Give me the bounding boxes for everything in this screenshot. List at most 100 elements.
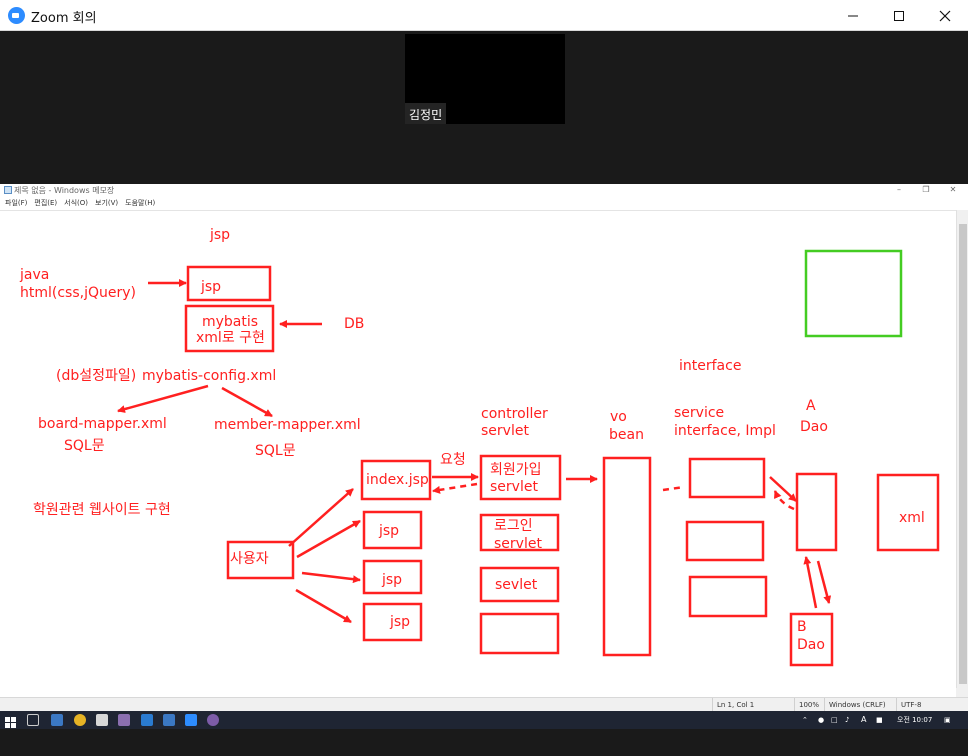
- label-java: java: [20, 267, 50, 283]
- label-request: 요청: [440, 452, 466, 468]
- label-sql-1: SQL문: [64, 438, 105, 454]
- label-mybatis-config: mybatis-config.xml: [142, 368, 277, 384]
- status-position: Ln 1, Col 1: [712, 698, 794, 712]
- menu-file[interactable]: 파일(F): [5, 199, 28, 207]
- notepad-vertical-scrollbar[interactable]: [956, 210, 968, 688]
- minimize-button[interactable]: [830, 0, 876, 31]
- label-academy: 학원관련 웹사이트 구현: [33, 502, 171, 518]
- windows-taskbar: ⌃ ● □ ♪ A ■ 오전 10:07 ▣: [0, 711, 968, 729]
- tray-mic-icon[interactable]: ●: [818, 716, 825, 724]
- empty-servlet-box: [479, 612, 560, 655]
- video-area: 김정민: [0, 31, 968, 184]
- start-button[interactable]: [5, 714, 17, 728]
- status-zoom: 100%: [794, 698, 824, 712]
- label-jsp-4: jsp: [390, 614, 411, 630]
- notification-center-icon[interactable]: ▣: [944, 716, 951, 724]
- label-jsp-3: jsp: [382, 572, 403, 588]
- explorer-pc-icon[interactable]: [51, 714, 63, 726]
- notepad-minimize-button[interactable]: –: [897, 185, 901, 194]
- task-view-icon[interactable]: [27, 714, 39, 726]
- maximize-icon: [894, 10, 904, 21]
- shared-notepad-window: 제목 없음 - Windows 메모장 – ❐ ✕ 파일(F) 편집(E) 서식…: [0, 184, 968, 712]
- label-board-mapper: board-mapper.xml: [38, 416, 167, 432]
- notepad-text-area[interactable]: jsp java html(css,jQuery) jsp mybatis xm…: [0, 210, 956, 697]
- label-index: index.jsp: [366, 472, 429, 488]
- label-jsp-top: jsp: [210, 227, 231, 243]
- label-signup: 회원가입: [490, 462, 542, 478]
- status-encoding: UTF-8: [896, 698, 956, 712]
- label-user: 사용자: [230, 551, 269, 567]
- close-icon: [939, 10, 951, 21]
- tray-network-icon[interactable]: □: [831, 716, 838, 724]
- label-mybatis: mybatis: [202, 314, 259, 330]
- zoom-bottom-area: [0, 729, 968, 756]
- jsp-box: [186, 265, 272, 302]
- zoom-taskbar-icon[interactable]: [185, 714, 197, 726]
- maximize-button[interactable]: [876, 0, 922, 31]
- label-login: 로그인: [494, 518, 533, 534]
- label-interface-top: interface: [679, 358, 742, 374]
- notepad-close-button[interactable]: ✕: [949, 185, 957, 194]
- close-button[interactable]: [922, 0, 968, 31]
- tray-volume-icon[interactable]: ♪: [845, 716, 850, 724]
- tray-chevron-icon[interactable]: ⌃: [802, 716, 808, 724]
- label-a-dao: Dao: [800, 419, 828, 435]
- notepad-statusbar: Ln 1, Col 1 100% Windows (CRLF) UTF-8: [0, 697, 968, 712]
- a-dao-box: [795, 472, 838, 552]
- sevlet-box: [479, 566, 560, 603]
- label-interface-impl: interface, Impl: [674, 423, 776, 439]
- notepad-maximize-button[interactable]: ❐: [922, 185, 930, 194]
- vo-bean-box: [602, 456, 652, 657]
- label-a: A: [806, 398, 816, 414]
- tray-clock[interactable]: 오전 10:07: [897, 716, 933, 724]
- label-xml-impl: xml로 구현: [196, 330, 265, 346]
- participant-video-tile[interactable]: 김정민: [405, 34, 565, 124]
- notepad-menubar: 파일(F) 편집(E) 서식(O) 보기(V) 도움말(H): [0, 197, 968, 210]
- label-jsp-2: jsp: [379, 523, 400, 539]
- vscode-icon[interactable]: [141, 714, 153, 726]
- store-icon[interactable]: [163, 714, 175, 726]
- xml-box: [876, 473, 940, 552]
- menu-help[interactable]: 도움말(H): [125, 199, 156, 207]
- obs-icon[interactable]: [207, 714, 219, 726]
- label-sql-2: SQL문: [255, 443, 296, 459]
- green-box: [804, 249, 903, 338]
- tray-zoom-icon[interactable]: ■: [876, 716, 883, 724]
- menu-edit[interactable]: 편집(E): [34, 199, 58, 207]
- label-html: html(css,jQuery): [20, 285, 136, 301]
- windows-icon: [5, 717, 16, 728]
- service-box-1: [688, 457, 766, 499]
- scrollbar-thumb[interactable]: [959, 224, 967, 684]
- label-b-dao: Dao: [797, 637, 825, 653]
- participant-name: 김정민: [405, 103, 447, 124]
- scroll-corner: [956, 688, 968, 698]
- b-dao-box: [789, 612, 834, 667]
- zoom-titlebar: Zoom 회의: [0, 0, 968, 31]
- mybatis-box: [184, 304, 275, 353]
- notepad-taskbar-icon[interactable]: [96, 714, 108, 726]
- app-icon[interactable]: [118, 714, 130, 726]
- window-title: Zoom 회의: [31, 11, 97, 26]
- signup-servlet-box: [479, 454, 562, 501]
- label-member-mapper: member-mapper.xml: [214, 417, 361, 433]
- label-signup-servlet: servlet: [490, 479, 538, 495]
- label-xml: xml: [899, 510, 925, 526]
- label-servlet: servlet: [481, 423, 529, 439]
- label-controller: controller: [481, 406, 548, 422]
- label-sevlet: sevlet: [495, 577, 538, 593]
- user-box: [226, 540, 295, 580]
- label-b: B: [797, 619, 807, 635]
- service-box-2: [685, 520, 765, 562]
- jsp-box-2: [362, 510, 423, 550]
- menu-format[interactable]: 서식(O): [64, 199, 88, 207]
- notepad-titlebar: 제목 없음 - Windows 메모장 – ❐ ✕: [0, 184, 968, 196]
- menu-view[interactable]: 보기(V): [95, 199, 119, 207]
- login-servlet-box: [479, 513, 560, 552]
- label-db: DB: [344, 316, 365, 332]
- chrome-icon[interactable]: [74, 714, 86, 726]
- minimize-icon: [848, 15, 858, 16]
- zoom-logo-icon: [8, 7, 25, 24]
- label-service: service: [674, 405, 725, 421]
- tray-ime-indicator[interactable]: A: [861, 715, 867, 724]
